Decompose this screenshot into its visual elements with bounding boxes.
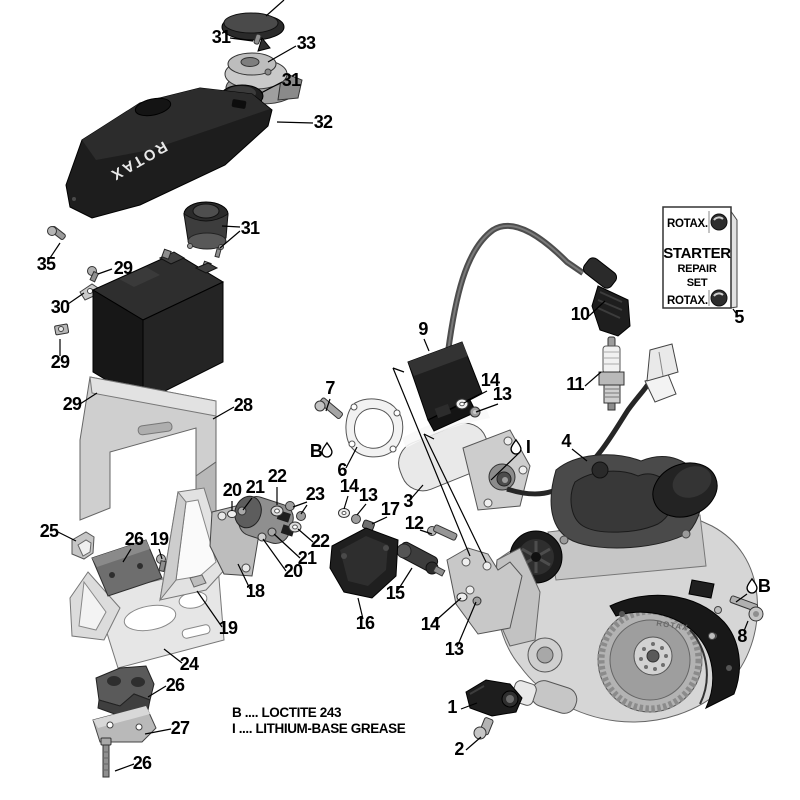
part-callout-14: 14 [481, 370, 500, 390]
part-callout-21: 21 [298, 548, 317, 568]
part-callout-27: 27 [171, 718, 190, 738]
part-callout-10: 10 [571, 304, 590, 324]
part-callout-B: B [758, 576, 771, 596]
sensor-1 [465, 679, 537, 717]
kit-brand-bottom: ROTAX. [667, 295, 708, 307]
starter-motor-3 [398, 408, 531, 511]
battery-cover: ROTAX [65, 87, 273, 219]
part-callout-25: 25 [40, 521, 59, 541]
leader-lines [49, 0, 749, 772]
part-callout-B: B [310, 441, 323, 461]
part-callout-29: 29 [114, 258, 133, 278]
starter-cable-4 [506, 343, 679, 497]
part-callout-13: 13 [445, 639, 464, 659]
part-callout-18: 18 [246, 581, 265, 601]
part-callout-26: 26 [166, 675, 185, 695]
gasket-6 [345, 398, 404, 458]
part-callout-5: 5 [734, 307, 744, 327]
legend-grease: I .... LITHIUM-BASE GREASE [232, 721, 406, 736]
part-callout-8: 8 [737, 626, 747, 646]
washer-22-a [270, 505, 284, 517]
washer-14-coil [455, 398, 469, 410]
bolt-7 [314, 397, 343, 419]
bracket-25 [71, 531, 95, 560]
part-callout-14: 14 [340, 476, 359, 496]
part-callout-15: 15 [386, 583, 405, 603]
kit-brand-top: ROTAX. [667, 218, 708, 230]
screw-31-top [253, 33, 262, 45]
ignition-switch-31 [183, 201, 229, 258]
repair-kit-card: ROTAX. STARTER REPAIR SET ROTAX. [662, 206, 738, 309]
part-callout-21: 21 [246, 477, 265, 497]
part-callout-13: 13 [359, 485, 378, 505]
damper-15 [396, 541, 446, 577]
part-callout-1: 1 [447, 697, 457, 717]
part-callout-20: 20 [284, 561, 303, 581]
bolt-8 [729, 595, 764, 622]
loctite-drop-icon-starter [321, 442, 333, 458]
part-callout-7: 7 [325, 378, 335, 398]
bolt-12 [427, 524, 458, 541]
part-callout-31: 31 [241, 218, 260, 238]
part-callout-28: 28 [234, 395, 253, 415]
spark-plug-11 [598, 336, 625, 411]
plate-27 [92, 705, 157, 743]
plate-26-top [91, 539, 163, 597]
part-callout-9: 9 [418, 319, 428, 339]
part-callout-16: 16 [356, 613, 375, 633]
kit-subtitle-2: SET [687, 277, 708, 289]
engine: ROTAX [493, 454, 758, 723]
part-callout-3: 3 [403, 491, 413, 511]
bracket-16 [329, 527, 399, 599]
part-callout-2: 2 [454, 739, 464, 759]
spark-plug-cap-10 [582, 257, 631, 337]
part-callout-22: 22 [268, 466, 287, 486]
legend: B .... LOCTITE 243 I .... LITHIUM-BASE G… [232, 705, 406, 736]
nut-29-b [54, 323, 70, 336]
part-callout-30: 30 [51, 297, 70, 317]
screw-2 [473, 717, 494, 740]
screw-29-a [87, 266, 100, 283]
part-callout-29: 29 [63, 394, 82, 414]
part-callout-29: 29 [51, 352, 70, 372]
cover-cap [221, 12, 285, 52]
nuts-23 [285, 501, 306, 521]
part-callout-35: 35 [37, 254, 56, 274]
part-callout-31: 31 [212, 27, 231, 47]
part-callout-24: 24 [180, 654, 199, 674]
part-callout-33: 33 [297, 33, 316, 53]
engine-mount-bracket [446, 547, 523, 635]
part-callout-I: I [526, 437, 530, 457]
kit-subtitle-1: REPAIR [678, 263, 717, 275]
washer-20-left [227, 510, 237, 518]
washer-14-starter [338, 508, 350, 518]
battery [91, 248, 225, 403]
part-callout-20: 20 [223, 480, 242, 500]
part-callout-13: 13 [493, 384, 512, 404]
part-callout-4: 4 [561, 431, 571, 451]
part-callout-11: 11 [566, 374, 584, 394]
nut-13-starter [351, 514, 361, 524]
part-callout-22: 22 [311, 531, 330, 551]
screw-35 [47, 226, 66, 240]
part-callout-32: 32 [314, 112, 333, 132]
spark-plug-cable [445, 222, 585, 353]
ignition-switch-33 [224, 52, 303, 105]
legend-loctite: B .... LOCTITE 243 [232, 705, 342, 720]
part-callout-31: 31 [282, 70, 301, 90]
part-callout-26: 26 [133, 753, 152, 773]
part-callout-19: 19 [219, 618, 238, 638]
part-callout-14: 14 [421, 614, 440, 634]
bolt-26 [100, 737, 112, 778]
part-callout-19: 19 [150, 529, 169, 549]
part-callout-23: 23 [306, 484, 325, 504]
kit-title: STARTER [663, 245, 731, 262]
nut-13-coil [469, 406, 481, 418]
part-callout-6: 6 [337, 460, 347, 480]
part-callout-26: 26 [125, 529, 144, 549]
part-callout-12: 12 [405, 513, 424, 533]
part-callout-17: 17 [381, 499, 400, 519]
